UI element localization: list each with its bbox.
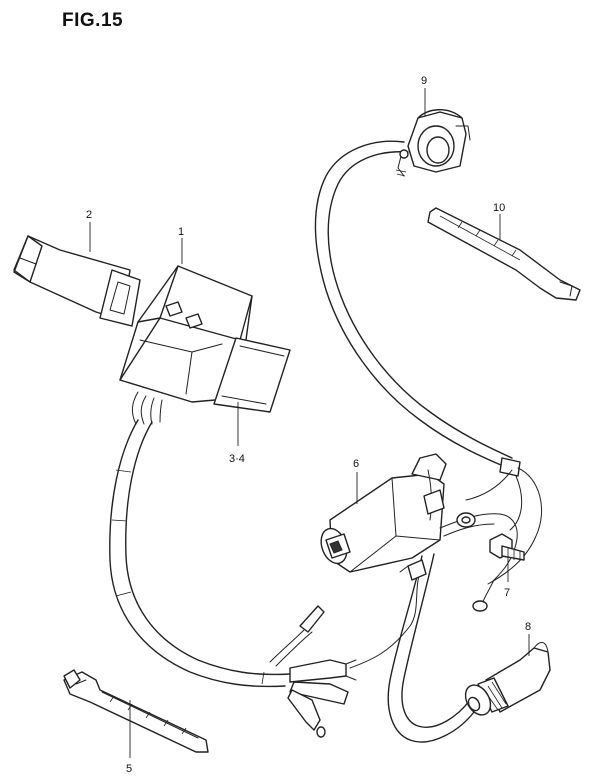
tie-strap-short bbox=[63, 669, 209, 753]
spark-plug-cap bbox=[464, 642, 551, 716]
callout-1: 1 bbox=[178, 226, 184, 238]
callout-10: 10 bbox=[493, 202, 505, 214]
callout-9: 9 bbox=[421, 75, 427, 87]
cdi-unit bbox=[119, 265, 253, 425]
kill-switch bbox=[395, 109, 471, 177]
callout-8: 8 bbox=[525, 621, 531, 633]
wiring-harness bbox=[109, 419, 421, 738]
rubber-strap bbox=[13, 235, 141, 327]
callout-6: 6 bbox=[353, 458, 359, 470]
ignition-coil bbox=[320, 453, 518, 743]
figure-title: FIG.15 bbox=[62, 10, 124, 31]
switch-cable bbox=[314, 140, 543, 585]
callout-7: 7 bbox=[504, 587, 510, 599]
callout-2: 2 bbox=[86, 209, 92, 221]
callout-3-4: 3·4 bbox=[229, 453, 245, 465]
tie-strap-long bbox=[427, 207, 581, 301]
callout-5: 5 bbox=[126, 763, 132, 775]
bolt bbox=[489, 533, 525, 561]
cushion-pad bbox=[213, 337, 291, 413]
